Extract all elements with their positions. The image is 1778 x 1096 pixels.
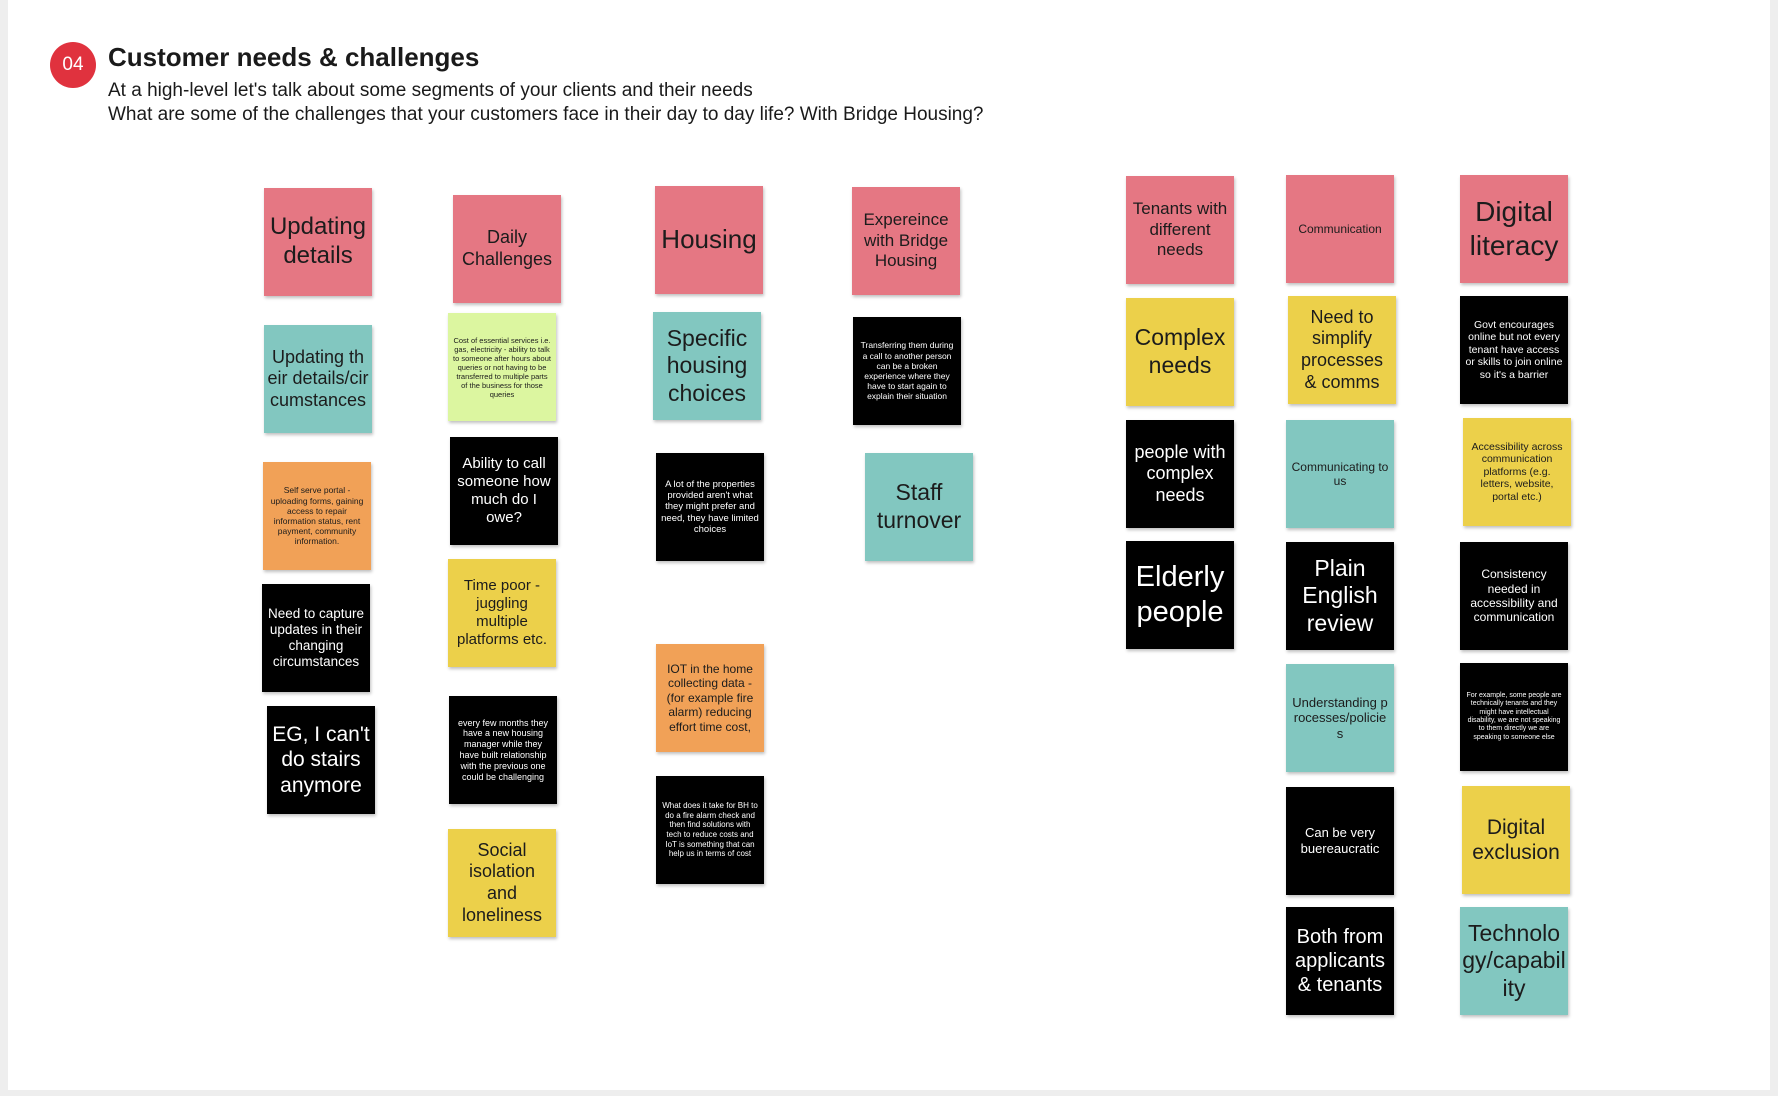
sticky-note-housing[interactable]: Housing	[655, 186, 763, 294]
sticky-note-time-poor[interactable]: Time poor - juggling multiple platforms …	[448, 559, 556, 667]
sticky-note-properties-limited-choices[interactable]: A lot of the properties provided aren't …	[656, 453, 764, 561]
sticky-note-self-serve-portal[interactable]: Self serve portal - uploading forms, gai…	[263, 462, 371, 570]
sticky-note-updating-details[interactable]: Updating details	[264, 188, 372, 296]
section-subtitle-line-2: What are some of the challenges that you…	[108, 104, 984, 125]
sticky-note-intellectual-disability[interactable]: For example, some people are technically…	[1460, 663, 1568, 771]
sticky-note-transferring-call[interactable]: Transferring them during a call to anoth…	[853, 317, 961, 425]
sticky-note-technology-capability[interactable]: Technology/capability	[1460, 907, 1568, 1015]
sticky-note-digital-literacy[interactable]: Digital literacy	[1460, 175, 1568, 283]
sticky-note-experience-bridge-housing[interactable]: Expereince with Bridge Housing	[852, 187, 960, 295]
sticky-note-consistency-accessibility[interactable]: Consistency needed in accessibility and …	[1460, 542, 1568, 650]
sticky-note-people-complex-needs[interactable]: people with complex needs	[1126, 420, 1234, 528]
sticky-note-tenants-different-needs[interactable]: Tenants with different needs	[1126, 176, 1234, 284]
sticky-note-very-bureaucratic[interactable]: Can be very buereaucratic	[1286, 787, 1394, 895]
sticky-note-govt-encourages-online[interactable]: Govt encourages online but not every ten…	[1460, 296, 1568, 404]
sticky-note-communication[interactable]: Communication	[1286, 175, 1394, 283]
section-subtitle-line-1: At a high-level let's talk about some se…	[108, 80, 753, 101]
sticky-note-simplify-processes[interactable]: Need to simplify processes & comms	[1288, 296, 1396, 404]
sticky-note-digital-exclusion[interactable]: Digital exclusion	[1462, 786, 1570, 894]
section-number-badge: 04	[50, 42, 96, 88]
sticky-note-ability-to-call[interactable]: Ability to call someone how much do I ow…	[450, 437, 558, 545]
sticky-note-new-housing-manager[interactable]: every few months they have a new housing…	[449, 696, 557, 804]
sticky-note-cost-essential-services[interactable]: Cost of essential services i.e. gas, ele…	[448, 313, 556, 421]
sticky-note-complex-needs[interactable]: Complex needs	[1126, 298, 1234, 406]
sticky-note-accessibility-platforms[interactable]: Accessibility across communication platf…	[1463, 418, 1571, 526]
sticky-note-cant-do-stairs[interactable]: EG, I can't do stairs anymore	[267, 706, 375, 814]
sticky-note-specific-housing-choices[interactable]: Specific housing choices	[653, 312, 761, 420]
sticky-note-understanding-processes[interactable]: Understanding processes/policies	[1286, 664, 1394, 772]
sticky-note-fire-alarm-check[interactable]: What does it take for BH to do a fire al…	[656, 776, 764, 884]
sticky-note-communicating-to-us[interactable]: Communicating to us	[1286, 420, 1394, 528]
section-title: Customer needs & challenges	[108, 42, 480, 72]
sticky-note-elderly-people[interactable]: Elderly people	[1126, 541, 1234, 649]
sticky-note-iot-in-home[interactable]: IOT in the home collecting data - (for e…	[656, 644, 764, 752]
sticky-note-staff-turnover[interactable]: Staff turnover	[865, 453, 973, 561]
whiteboard-canvas[interactable]: 04 Customer needs & challenges At a high…	[8, 0, 1770, 1090]
sticky-note-social-isolation[interactable]: Social isolation and loneliness	[448, 829, 556, 937]
sticky-note-applicants-tenants[interactable]: Both from applicants & tenants	[1286, 907, 1394, 1015]
sticky-note-capture-updates[interactable]: Need to capture updates in their changin…	[262, 584, 370, 692]
sticky-note-updating-circumstances[interactable]: Updating their details/circumstances	[264, 325, 372, 433]
sticky-note-daily-challenges[interactable]: Daily Challenges	[453, 195, 561, 303]
sticky-note-plain-english-review[interactable]: Plain English review	[1286, 542, 1394, 650]
